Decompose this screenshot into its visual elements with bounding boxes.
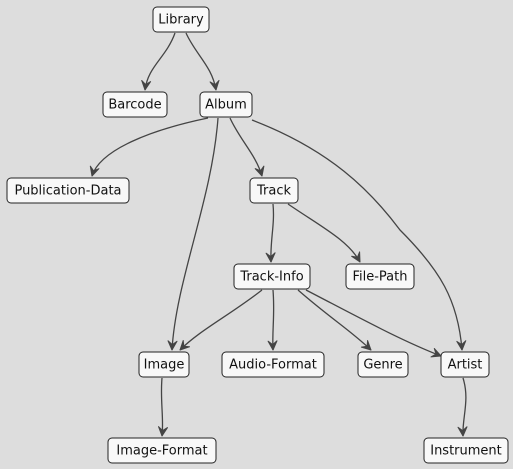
edge-line [270,203,275,263]
arrowhead [179,340,190,351]
edge-track-info-to-artist [305,289,442,358]
edge-artist-to-instrument [457,377,468,437]
edge-line [305,289,442,357]
node-box [423,437,509,464]
node-track: Track [249,177,299,204]
node-box [152,6,210,33]
node-label: Genre [363,358,402,373]
edge-line [179,289,263,351]
node-audio-format: Audio-Format [221,351,325,378]
edge-line [229,117,263,177]
node-label: Audio-Format [229,358,317,373]
node-label: Track [256,184,291,199]
node-track-info: Track-Info [233,263,311,290]
node-box [199,91,253,118]
edge-line [272,289,275,351]
edge-track-to-track-info [265,203,276,263]
edge-line [144,32,176,91]
arrowhead [351,251,361,263]
node-file-path: File-Path [345,263,415,290]
arrowhead [457,426,468,437]
edge-line [297,289,372,351]
node-publication-data: Publication-Data [6,177,130,204]
edge-line [462,377,467,437]
arrowhead [254,165,265,177]
arrowhead [456,340,467,351]
arrowhead [89,165,100,177]
edge-track-info-to-audio-format [267,289,278,351]
node-box [440,351,490,378]
node-box [102,91,168,118]
arrowhead [209,79,220,91]
edge-line [160,377,164,437]
node-label: File-Path [352,270,407,285]
edge-track-to-file-path [287,203,361,263]
arrowhead [430,348,442,358]
edges-layer [89,32,468,437]
arrowhead [141,80,152,91]
edge-album-to-track [229,117,265,177]
node-box [357,351,409,378]
edge-track-info-to-image [179,289,263,351]
node-label: Image [144,358,185,373]
edge-library-to-barcode [141,32,176,91]
node-label: Image-Format [116,444,207,459]
node-library: Library [152,6,210,33]
node-label: Library [158,13,204,28]
edge-album-to-artist [251,119,467,351]
node-artist: Artist [440,351,490,378]
edge-line [185,32,217,91]
node-box [345,263,415,290]
node-label: Album [205,98,247,113]
node-label: Track-Info [239,270,303,285]
arrowhead [267,340,278,351]
edge-album-to-publication-data [89,117,209,177]
edge-line [91,117,209,177]
node-label: Artist [448,358,483,373]
edge-line [287,203,361,263]
node-barcode: Barcode [102,91,168,118]
arrowhead [158,426,168,437]
edge-track-info-to-genre [297,289,372,351]
edge-library-to-album [185,32,220,91]
node-album: Album [199,91,253,118]
node-box [107,437,217,464]
node-box [249,177,299,204]
node-instrument: Instrument [423,437,509,464]
edge-line [251,119,463,351]
node-label: Publication-Data [14,184,121,199]
edge-image-to-image-format [158,377,168,437]
node-image-format: Image-Format [107,437,217,464]
node-box [233,263,311,290]
node-box [221,351,325,378]
node-label: Barcode [108,98,161,113]
edge-album-to-image [167,117,219,351]
arrowhead [360,340,372,351]
node-image: Image [138,351,190,378]
node-box [6,177,130,204]
node-label: Instrument [430,444,502,459]
arrowhead [265,252,276,263]
arrowhead [167,340,178,351]
edge-line [171,117,219,351]
node-genre: Genre [357,351,409,378]
node-box [138,351,190,378]
